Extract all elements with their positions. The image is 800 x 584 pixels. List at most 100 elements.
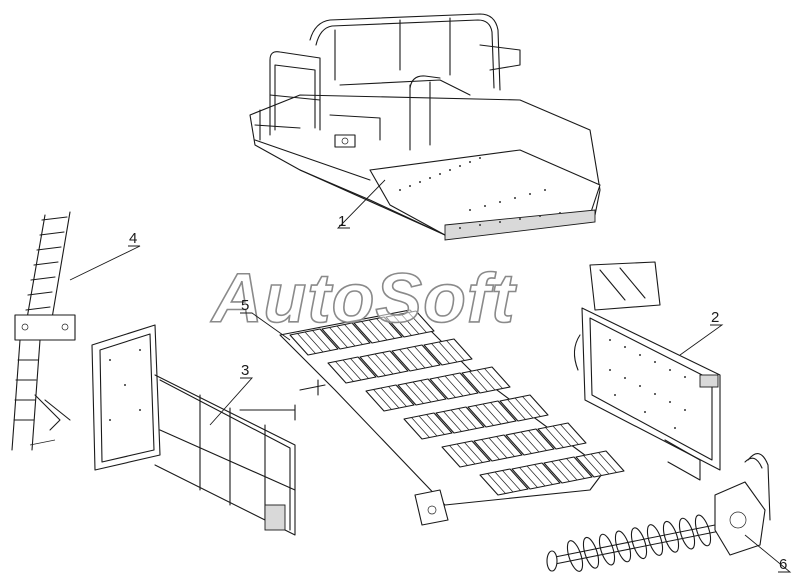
auger-flight [678,517,696,550]
tread-grate-line [552,425,572,447]
callout-2: 2 [679,309,724,356]
tread-grate-line [490,402,509,423]
tread-grate-line [494,471,514,493]
part-2-side-panel [573,261,721,481]
callout-2-number: 2 [711,309,719,326]
part-3-side-frame [91,324,326,536]
auger-flight [694,514,712,547]
callout-4: 4 [69,230,141,281]
tread-grate-line [400,313,420,335]
tread-grate-line [456,443,476,465]
tread-grate-line [367,355,386,376]
tread-grate-line [464,442,483,463]
tread-grate-line [431,343,450,364]
tread-grate-line [545,427,564,448]
tread-grate-line [420,380,439,401]
callout-3-number: 3 [241,362,249,379]
tread-grate-line [482,403,502,425]
auger-flight [582,536,600,569]
tread-grate-line [450,409,470,431]
callout-3: 3 [209,362,254,426]
tread-grate-line [520,431,540,453]
tread-grate-line [488,437,508,459]
tread-grate-line [376,318,395,339]
tread-grate-line [406,347,426,369]
tread-grate-line [558,459,578,481]
tread-grate-line [374,353,394,375]
tread-grate-line [458,408,477,429]
tread-grate-line [598,452,617,473]
tread-grate-line [368,319,388,341]
tread-grate-line [382,352,401,373]
tread-grate-line [469,371,488,392]
tread-grate-line [452,374,471,395]
tread-grate-line [534,464,553,485]
tread-grate-line [443,411,462,432]
tread-grate-line [380,387,400,409]
tread-grate-line [444,375,464,397]
tread-grate-line [590,453,610,475]
tread-grate-line [513,433,532,454]
tread-grate-line [312,330,331,351]
tread-grate-line [414,346,433,367]
tread-grate-line [566,458,585,479]
tread-grate-line [426,414,445,435]
part-5-stairs [279,309,625,526]
tread-grate-line [329,327,348,348]
tread-grate-line [484,368,503,389]
tread-grate-line [297,333,316,354]
tread-grate-line [583,455,602,476]
tread-grate-line [502,470,521,491]
stair-treads [289,310,625,496]
tread-grate-line [388,386,407,407]
tread-grate-line [526,465,546,487]
tread-grate-line [481,439,500,460]
tread-grate-line [507,399,526,420]
watermark-text: AutoSoft [210,259,517,337]
callout-6: 6 [744,534,792,573]
tread-grate-line [399,349,418,370]
tread-grate-line [361,321,380,342]
tread-grate-line [408,312,427,333]
auger-flight [646,524,664,556]
callout-1-number: 1 [338,213,346,230]
auger-flight [630,527,648,560]
callout-5-number: 5 [241,297,249,314]
callout-6-number: 6 [779,556,787,573]
callout-4-number: 4 [129,230,137,247]
auger-flight [566,540,584,572]
tread-grate-line [551,461,570,482]
tread-grate-line [344,324,363,345]
callout-5: 5 [240,297,291,341]
tread-grate-line [522,396,541,417]
tread-grate-line [487,473,506,494]
tread-grate-line [514,397,534,419]
part-6-auger [546,453,771,572]
tread-grate-line [418,415,438,437]
tread-grate-line [350,358,369,379]
tread-grate-line [528,430,547,451]
tread-grate-line [476,369,496,391]
tread-grate-line [342,359,362,381]
tread-grate-line [411,417,430,438]
tread-grate-line [405,383,424,404]
auger-flight [614,530,632,563]
tread-grate-line [475,405,494,426]
auger-flight [662,520,680,553]
part-4-ladder [11,211,76,451]
tread-grate-line [446,340,465,361]
tread-grate-line [519,467,538,488]
tread-grate-line [373,389,392,410]
tread-grate-line [437,377,456,398]
auger-flights [566,514,712,572]
tread-grate-line [336,325,356,347]
auger-flight [598,533,616,566]
part-1-platform-with-railings [249,13,601,241]
tread-grate-line [412,381,432,403]
tread-grate-line [496,436,515,457]
tread-grate-line [449,445,468,466]
tread-grate-line [393,315,412,336]
tread-grate-line [560,424,579,445]
